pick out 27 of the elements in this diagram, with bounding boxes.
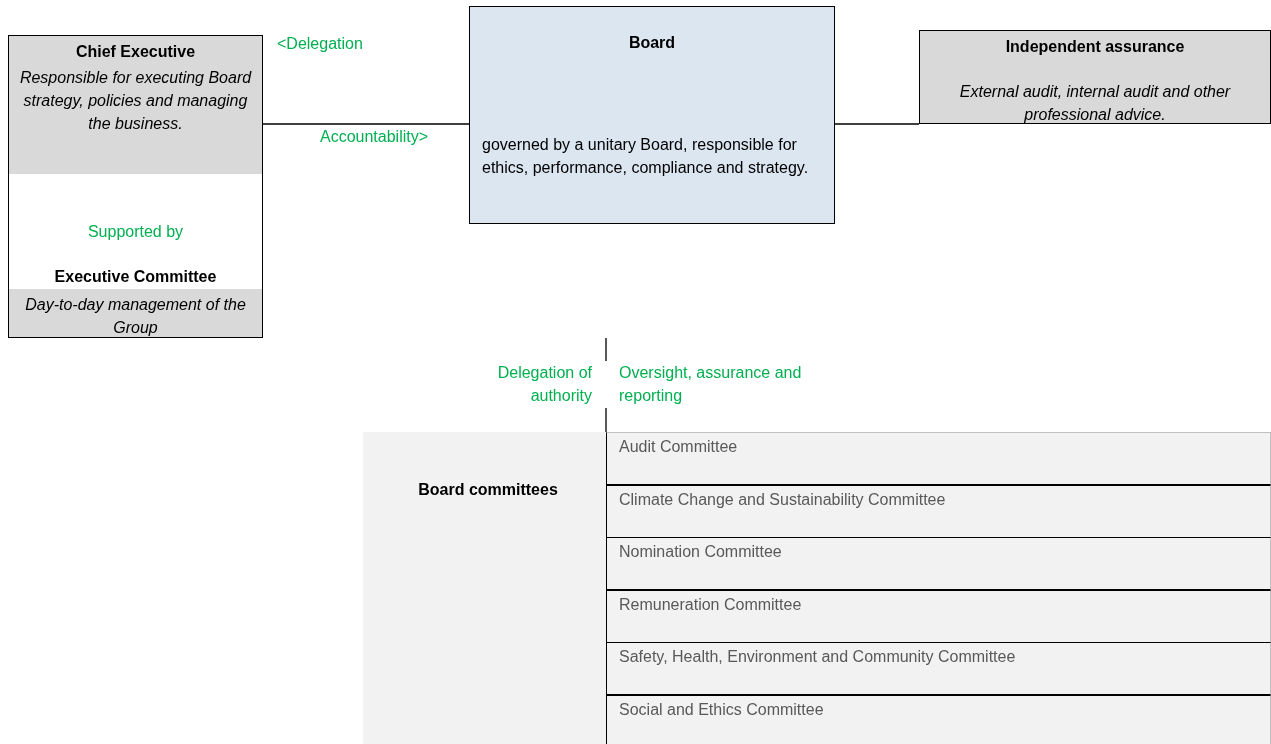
committee-row: Audit Committee	[606, 432, 1271, 485]
committee-row: Remuneration Committee	[606, 589, 1271, 643]
description-text: Day-to-day management of the Group	[24, 295, 247, 338]
heading-text: Board committees	[417, 480, 559, 500]
description-text: External audit, internal audit and other professional advice.	[958, 82, 1232, 125]
role-box	[8, 35, 263, 338]
role-box	[919, 30, 1271, 124]
committee-row: Safety, Health, Environment and Community Committee	[606, 642, 1271, 695]
note-text: Supported by	[86, 222, 185, 242]
heading-text: Board	[627, 33, 677, 53]
committee-row: Social and Ethics Committee	[606, 694, 1271, 744]
heading-text: Chief Executive	[74, 42, 197, 62]
description-text: governed by a unitary Board, responsible for ethics, performance, compliance and strategy.	[481, 135, 810, 178]
label-text: Oversight, assurance and reporting	[619, 363, 803, 406]
heading-text: Independent assurance	[1004, 37, 1186, 57]
description-text: Responsible for executing Board strategy, policies and managing the business.	[18, 68, 253, 134]
label-text: Accountability>	[320, 127, 429, 147]
label-text: Delegation of authority	[496, 363, 592, 406]
connector-line	[262, 123, 470, 125]
connector-line	[605, 337, 607, 433]
committee-row: Nomination Committee	[606, 537, 1271, 590]
connector-line	[834, 123, 920, 125]
label-text: <Delegation	[277, 34, 363, 54]
board-box	[469, 6, 835, 224]
heading-text: Executive Committee	[53, 267, 218, 287]
committee-panel	[363, 432, 1271, 744]
committee-row: Climate Change and Sustainability Committee	[606, 484, 1271, 538]
